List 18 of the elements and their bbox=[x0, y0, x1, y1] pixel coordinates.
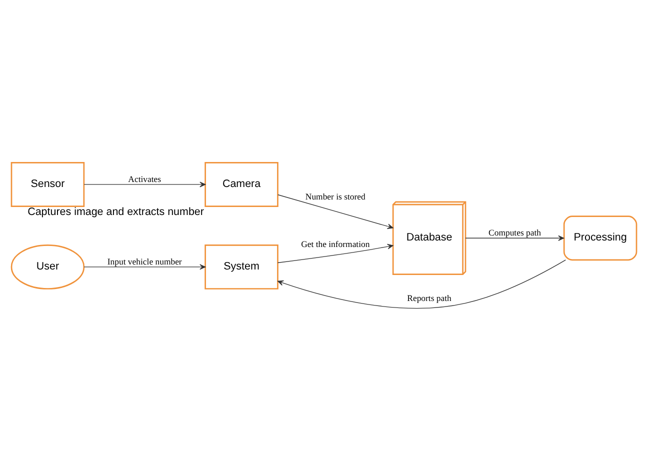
node-box: Sensor bbox=[10, 162, 85, 206]
node-ellipse: User bbox=[10, 244, 85, 289]
arrow bbox=[84, 264, 206, 270]
node-box: System bbox=[204, 244, 278, 289]
edge-label: Number is stored bbox=[305, 191, 366, 201]
arrow bbox=[84, 181, 206, 187]
edge-label: Computes path bbox=[488, 227, 542, 238]
arrow bbox=[277, 243, 394, 263]
node-label: Captures image and extracts number bbox=[28, 205, 204, 218]
edge-label: Activates bbox=[128, 174, 162, 184]
node-box: Processing bbox=[563, 215, 638, 260]
arrow bbox=[278, 194, 394, 229]
arrow bbox=[465, 234, 564, 240]
node-box: Camera bbox=[204, 162, 278, 206]
edge-label: Input vehicle number bbox=[107, 256, 182, 266]
edge-label: Get the information bbox=[301, 238, 370, 249]
edge-label: Reports path bbox=[407, 292, 452, 302]
arrow bbox=[278, 259, 566, 308]
